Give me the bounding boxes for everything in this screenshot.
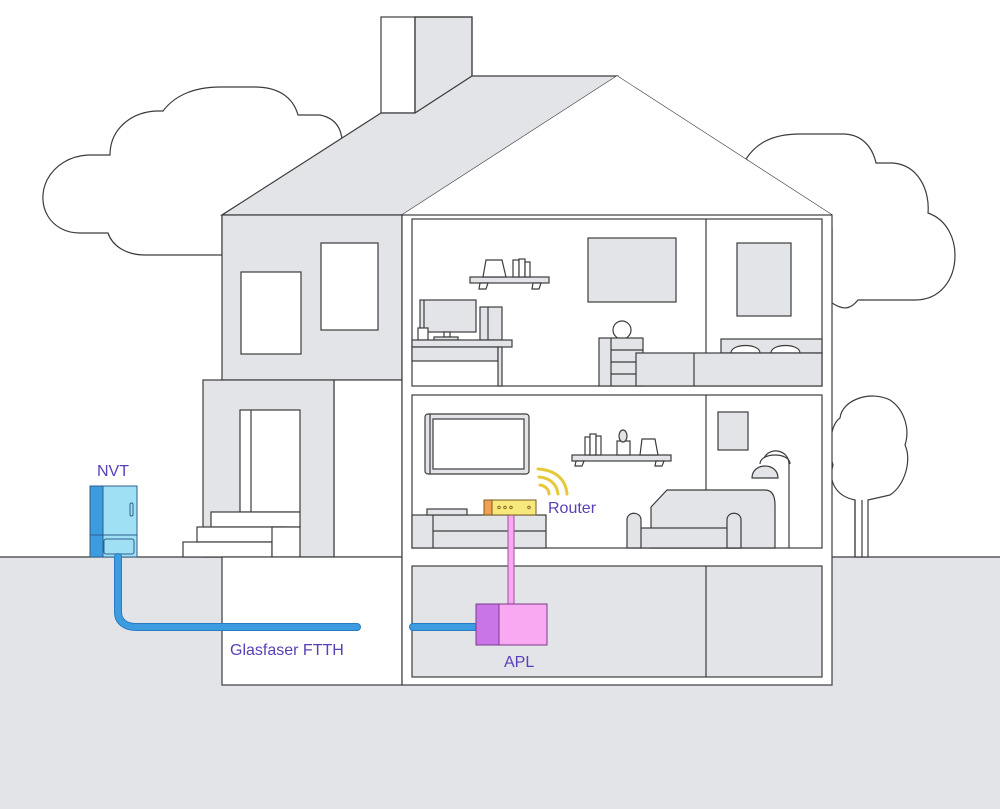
tv xyxy=(424,413,530,475)
router-label: Router xyxy=(548,500,597,517)
router-cable xyxy=(507,514,515,605)
wifi-icon xyxy=(536,467,569,496)
window-left xyxy=(240,271,302,355)
basement-left xyxy=(221,556,403,686)
porch-side xyxy=(333,379,403,558)
apl-box[interactable] xyxy=(475,603,548,646)
shelf-upper xyxy=(469,258,550,290)
shelf-lower xyxy=(571,429,672,467)
nvt-label: NVT xyxy=(97,463,129,480)
wall-picture-living xyxy=(717,411,749,451)
router-device[interactable] xyxy=(483,499,537,516)
stairs xyxy=(182,511,301,558)
wall-picture-bedroom xyxy=(736,242,792,317)
floor-lamp xyxy=(751,450,791,548)
apl-label: APL xyxy=(504,654,534,671)
window-right xyxy=(320,242,379,331)
sofa xyxy=(626,489,776,549)
wall-picture-upper xyxy=(587,237,677,303)
fiber-label: Glasfaser FTTH xyxy=(230,642,344,659)
tv-cabinet xyxy=(411,508,547,549)
front-door[interactable] xyxy=(239,409,301,513)
cloud-left xyxy=(42,86,343,256)
tree xyxy=(829,395,909,558)
cloud-right xyxy=(745,133,956,309)
basement-right xyxy=(411,565,823,678)
nvt-cabinet[interactable] xyxy=(89,485,138,558)
desk-computer xyxy=(411,299,513,387)
bedroom-furniture xyxy=(598,320,823,387)
